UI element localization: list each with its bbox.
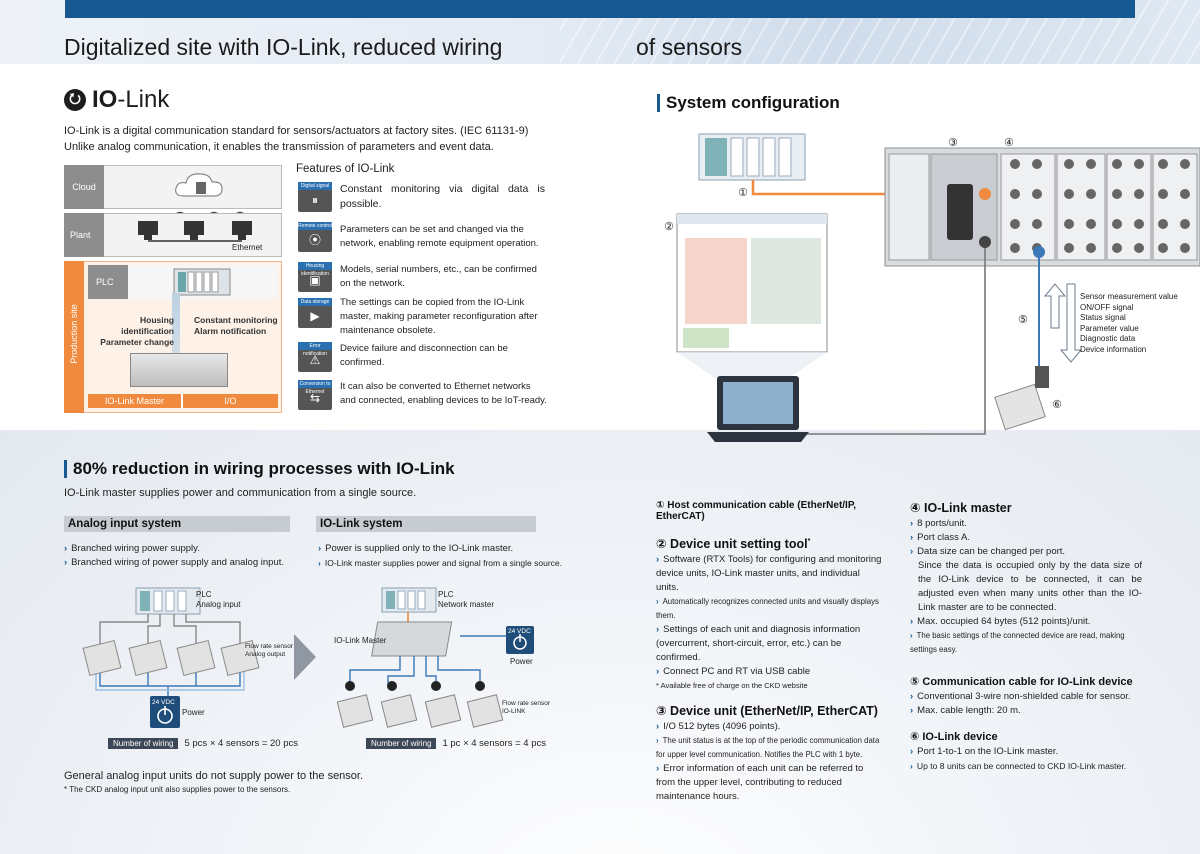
digital-signal-icon: Digital signal⏸	[298, 182, 332, 212]
left-feature-text: Housing identification Parameter change	[100, 315, 174, 347]
spec-6-head: ⑥ IO-Link device	[910, 731, 998, 743]
analog-bullets: Branched wiring power supply. Branched w…	[64, 542, 284, 570]
spec-1-head: ① Host communication cable (EtherNet/IP,…	[656, 500, 856, 522]
master-io-bar: IO-Link Master I/O	[88, 394, 278, 408]
label-6: ⑥	[1052, 399, 1062, 411]
system-config-title: System configuration	[657, 94, 840, 112]
iolink-master-label: IO-Link Master	[334, 636, 387, 645]
wiring-subtitle: IO-Link master supplies power and commun…	[64, 487, 417, 499]
specs-right: ④ IO-Link master 8 ports/unit. Port clas…	[910, 500, 1142, 773]
error-notification-icon: Error notification⚠	[298, 342, 332, 372]
features-title: Features of IO-Link	[296, 163, 395, 175]
io-label: I/O	[224, 396, 237, 406]
analog-diagram	[70, 586, 300, 736]
spec-4-body: 8 ports/unit. Port class A. Data size ca…	[910, 517, 1142, 657]
iolink-bullets: Power is supplied only to the IO-Link ma…	[318, 542, 562, 570]
intro-text: IO-Link is a digital communication stand…	[64, 125, 529, 153]
analog-wiring-count: Number of wiring 5 pcs × 4 sensors = 20 …	[108, 738, 298, 749]
cloud-label: Cloud	[64, 165, 104, 209]
specs-left: ① Host communication cable (EtherNet/IP,…	[656, 500, 884, 804]
spec-3-head: ③ Device unit (EtherNet/IP, EtherCAT)	[656, 704, 878, 718]
master-label: IO-Link Master	[88, 394, 183, 408]
feature-text: Parameters can be set and changed via th…	[340, 224, 539, 249]
label-4: ④	[1004, 137, 1014, 149]
production-site-label: Production site	[69, 304, 79, 364]
production-band	[64, 261, 84, 413]
plant-pcs-icon	[134, 217, 274, 249]
label-2: ②	[664, 221, 674, 233]
right-feature-text: Constant monitoring Alarm notification	[194, 315, 278, 336]
housing-identification-icon: Housing identification▣	[298, 262, 332, 292]
feature-text: Models, serial numbers, etc., can be con…	[340, 264, 537, 289]
analog-heading: Analog input system	[64, 516, 290, 532]
analog-sensor-label: Flow rate sensor Analog output	[245, 643, 294, 658]
spec-4-head: ④ IO-Link master	[910, 501, 1012, 515]
iolink-sensor-label: Flow rate sensor IO-LINK	[502, 700, 551, 715]
analog-vdc-label: 24 VDC	[152, 699, 175, 706]
page-title-continued: of sensors	[636, 34, 743, 60]
vertical-link	[172, 293, 180, 373]
iolink-logo-text: IO-Link	[92, 86, 170, 113]
cloud-icon	[172, 170, 226, 200]
header-bar	[65, 0, 1135, 18]
page-title: Digitalized site with IO-Link, reduced w…	[64, 34, 503, 60]
iolink-vdc-label: 24 VDC	[508, 628, 531, 635]
remote-control-icon: Remote control⦿	[298, 222, 332, 252]
feature-text: The settings can be copied from the IO-L…	[340, 297, 538, 336]
spec-2-head: ② Device unit setting tool*	[656, 537, 811, 551]
iolink-heading: IO-Link system	[316, 516, 536, 532]
iolink-diagram	[330, 586, 550, 736]
data-storage-icon: Data storage▶	[298, 298, 332, 328]
label-3: ③	[948, 137, 958, 149]
signal-list: Sensor measurement value ON/OFF signal S…	[1080, 292, 1178, 354]
iolink-master-device	[130, 353, 228, 387]
hierarchy-diagram: Cloud Plant Ethernet Production site PLC…	[64, 165, 282, 413]
spec-5-head: ⑤ Communication cable for IO-Link device	[910, 676, 1133, 688]
ethernet-conversion-icon: Conversion to Ethernet⇆	[298, 380, 332, 410]
label-5: ⑤	[1018, 314, 1028, 326]
analog-plc-label: PLC Analog input	[196, 590, 241, 609]
iolink-wiring-count: Number of wiring 1 pc × 4 sensors = 4 pc…	[366, 738, 546, 749]
iolink-logo: ⭮ IO-Link	[64, 86, 169, 114]
iolink-logo-icon: ⭮	[64, 89, 86, 111]
analog-power-label: Power	[182, 708, 205, 717]
system-diagram	[655, 128, 1200, 448]
analog-note: General analog input units do not supply…	[64, 770, 364, 782]
feature-text: Constant monitoring via digital data is …	[340, 183, 545, 210]
arrow-right-icon	[292, 632, 318, 682]
spec-5-body: Conventional 3-wire non-shielded cable f…	[910, 690, 1142, 718]
spec-3-body: I/O 512 bytes (4096 points). The unit st…	[656, 720, 884, 804]
ethernet-label: Ethernet	[232, 243, 263, 252]
plc-icon	[172, 267, 232, 297]
analog-footnote: * The CKD analog input unit also supplie…	[64, 785, 291, 794]
label-1: ①	[738, 187, 748, 199]
feature-text: It can also be converted to Ethernet net…	[340, 381, 547, 406]
iolink-power-label: Power	[510, 657, 533, 666]
iolink-plc-label: PLC Network master	[438, 590, 495, 609]
spec-2-body: Software (RTX Tools) for configuring and…	[656, 553, 884, 693]
spec-6-body: Port 1-to-1 on the IO-Link master. Up to…	[910, 745, 1142, 773]
wiring-title: 80% reduction in wiring processes with I…	[64, 460, 455, 478]
feature-text: Device failure and disconnection can be …	[340, 343, 508, 368]
